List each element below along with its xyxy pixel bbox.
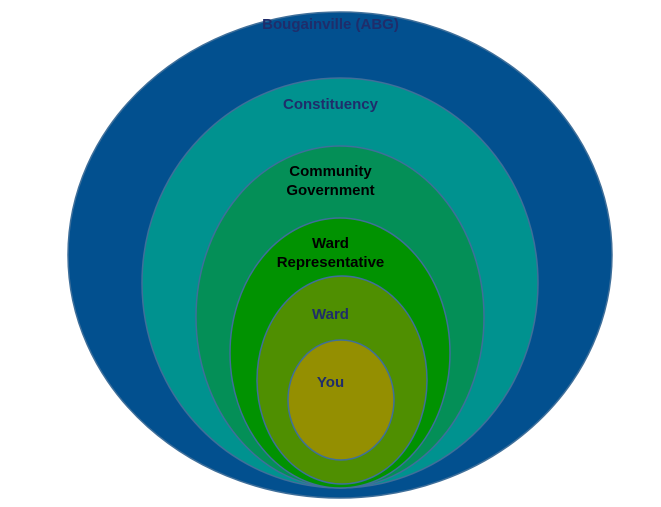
label-ward: Ward (312, 306, 349, 323)
label-you: You (316, 374, 345, 391)
label-bougainville: Bougainville (ABG) (262, 16, 399, 33)
label-community-government: Community Government (286, 163, 375, 199)
label-ward-representative: Ward Representative (276, 235, 385, 271)
ring-you (287, 339, 395, 461)
label-constituency: Constituency (282, 96, 378, 113)
